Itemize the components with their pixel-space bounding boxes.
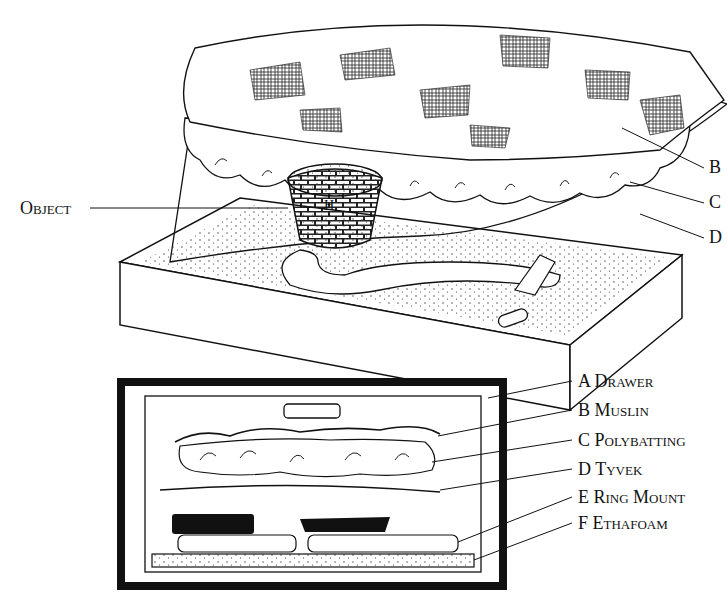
ring-mount (282, 250, 560, 294)
layer-label: D Tyvek (578, 460, 642, 478)
callout-letter: B (709, 158, 721, 176)
layer-label: E Ring Mount (578, 488, 685, 506)
callout-letter: Object (20, 199, 71, 217)
polybatting-section (179, 439, 435, 477)
leader-lines (90, 128, 704, 560)
tyvek-section (160, 485, 440, 492)
layer-label: F Ethafoam (578, 514, 668, 532)
object-mark: H (324, 199, 334, 213)
drawer-section (121, 382, 503, 586)
layer-label: B Muslin (578, 401, 649, 419)
callout-letter: C (709, 193, 721, 211)
callout-letter: D (709, 228, 722, 246)
muslin-sheet (184, 25, 724, 160)
layer-label: A Drawer (578, 372, 653, 390)
layer-label: C Polybatting (578, 431, 686, 449)
